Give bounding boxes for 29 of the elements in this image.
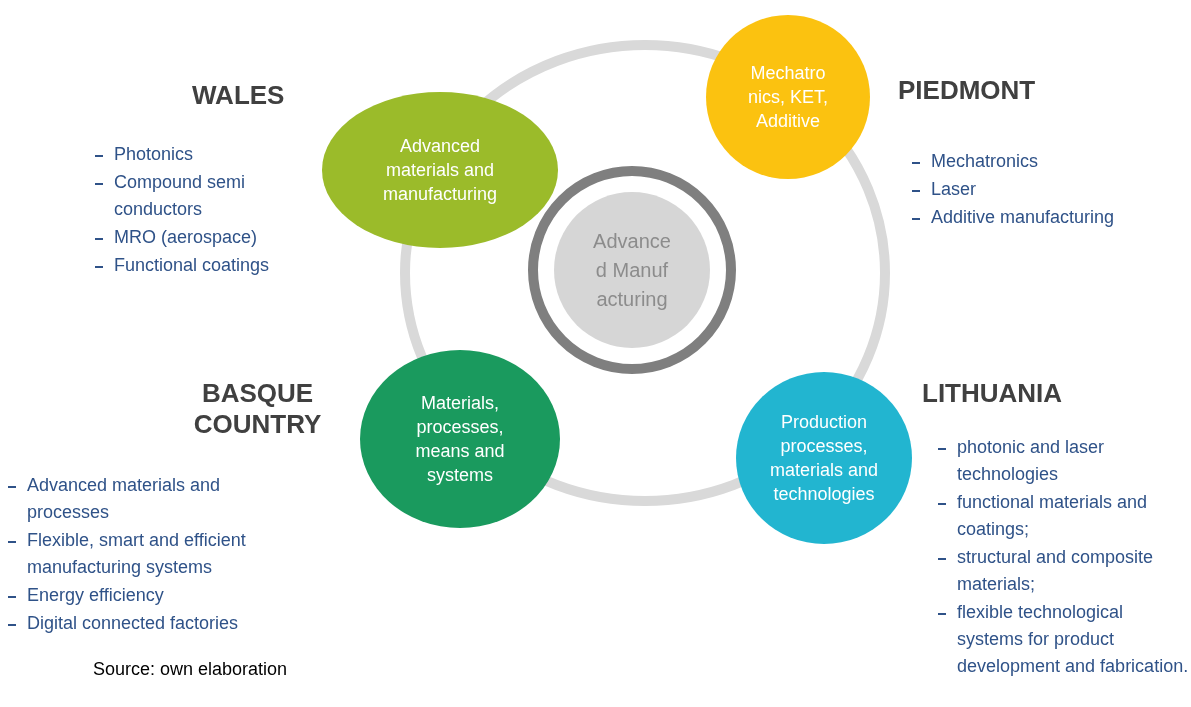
list-item: Digital connected factories — [27, 612, 240, 635]
circle-node — [736, 372, 912, 544]
list-item: Photonics — [114, 143, 195, 166]
list-item: Advanced materials and processes — [27, 474, 222, 524]
node-label: Advanced Manufacturing — [593, 228, 671, 312]
list-item: MRO (aerospace) — [114, 226, 259, 249]
list-item: Flexible, smart and efficient manufacturing systems — [27, 529, 247, 579]
region-heading: WALES — [192, 80, 285, 111]
node-label: Advanced materials and manufacturing — [381, 135, 499, 206]
list-item: Additive manufacturing — [931, 206, 1116, 229]
list-item: Compound semi conductors — [114, 171, 247, 221]
region-heading: BASQUE COUNTRY — [192, 378, 323, 440]
list-item: Mechatronics — [931, 150, 1040, 173]
region-heading: LITHUANIA — [922, 378, 1063, 409]
list-item: structural and composite materials; — [957, 546, 1155, 596]
region-heading: PIEDMONT — [898, 75, 1036, 106]
circle-node — [360, 350, 560, 528]
node-label: Production processes, materials and technologies — [768, 411, 880, 506]
list-item: Laser — [931, 178, 978, 201]
node-label: Mechatronics, KET, Additive — [747, 62, 829, 133]
node-label: Materials, processes, means and systems — [414, 392, 506, 487]
caption: Source: own elaboration — [93, 659, 288, 680]
list-item: Energy efficiency — [27, 584, 165, 607]
list-item: flexible technological systems for product development and fabrication. — [957, 601, 1189, 678]
circle-node — [528, 166, 736, 374]
list-item: Functional coatings — [114, 254, 271, 277]
list-item: functional materials and coatings; — [957, 491, 1149, 541]
circle-node — [706, 15, 870, 179]
circle-node — [322, 92, 558, 248]
